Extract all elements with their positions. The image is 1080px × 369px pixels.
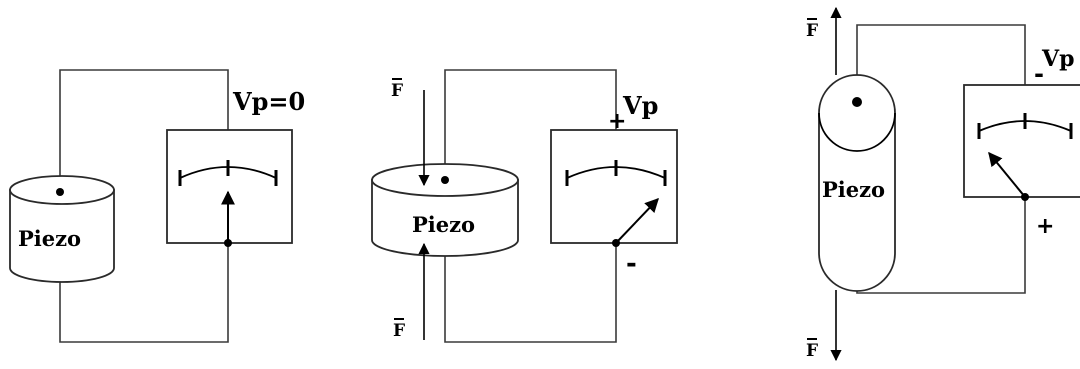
circuit-1-piezo-label: Piezo (18, 226, 81, 251)
circuit-2-needle (615, 197, 659, 244)
circuit-3-top-sign: - (1034, 60, 1044, 88)
circuit-3-force-bottom-label: F (806, 341, 818, 361)
circuit-3-piezo-label: Piezo (822, 177, 885, 202)
circuit-2: Piezo F F + Vp - (371, 69, 678, 343)
circuit-3: Piezo F F - Vp + (806, 6, 1080, 362)
circuit-2-voltmeter (550, 129, 678, 247)
circuit-2-force-top-label: F (391, 81, 403, 101)
circuit-1-piezo-cylinder (9, 175, 115, 283)
circuit-1-wires (59, 69, 229, 343)
circuit-2-piezo-terminal (441, 176, 449, 184)
circuit-3-force-top-label: F (806, 21, 818, 41)
circuit-3-needle (988, 151, 1026, 198)
circuit-2-voltage-label: Vp (622, 91, 658, 120)
circuit-2-wires (444, 69, 617, 343)
circuit-2-bottom-sign: - (626, 249, 637, 279)
circuit-2-top-sign: + (608, 109, 626, 134)
circuit-3-voltmeter (963, 84, 1080, 201)
circuit-2-piezo-label: Piezo (412, 212, 475, 237)
circuit-1-voltmeter (166, 129, 293, 247)
circuit-3-piezo-terminal (852, 97, 862, 107)
circuit-3-voltage-label: Vp (1041, 46, 1074, 72)
circuit-1: Piezo Vp=0 (9, 69, 305, 343)
circuit-3-bottom-sign: + (1036, 214, 1054, 239)
circuit-1-voltage-label: Vp=0 (232, 87, 305, 116)
circuit-2-force-bottom-label: F (393, 321, 405, 341)
circuit-1-piezo-terminal (56, 188, 64, 196)
circuit-3-piezo-cylinder (818, 74, 896, 292)
